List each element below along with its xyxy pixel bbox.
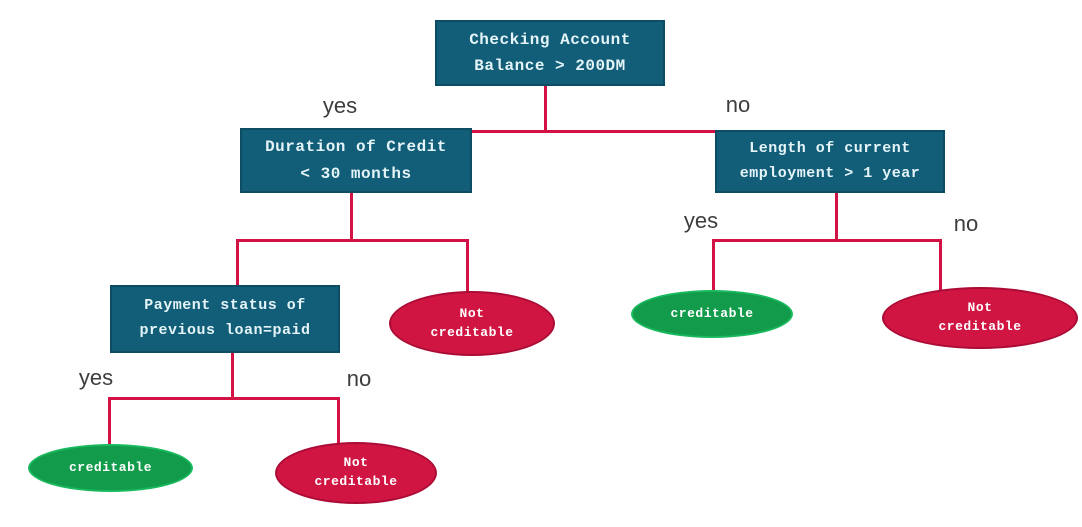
edge-label-root-yes: yes: [322, 93, 358, 118]
edge-label-employment-yes: yes: [683, 208, 719, 233]
edge-payment-stem: [231, 351, 234, 400]
edge-payment-no-drop: [337, 397, 340, 445]
edge-label-root-no: no: [725, 92, 751, 117]
leaf-not-creditable-employment-no: Not creditable: [882, 287, 1078, 349]
edge-payment-crossbar: [108, 397, 340, 400]
leaf-not-creditable-payment-no: Not creditable: [275, 442, 437, 504]
edge-root-crossbar: [420, 130, 845, 133]
node-payment-status: Payment status of previous loan=paid: [110, 285, 340, 353]
node-length-of-employment: Length of current employment > 1 year: [715, 130, 945, 193]
edge-label-employment-no: no: [953, 211, 979, 236]
node-checking-account-balance: Checking Account Balance > 200DM: [435, 20, 665, 86]
edge-duration-stem: [350, 191, 353, 242]
node-duration-of-credit: Duration of Credit < 30 months: [240, 128, 472, 193]
edge-label-payment-yes: yes: [78, 365, 114, 390]
edge-root-stem: [544, 86, 547, 133]
edge-employment-yes-drop: [712, 239, 715, 293]
edge-employment-no-drop: [939, 239, 942, 290]
edge-duration-left-drop: [236, 239, 239, 288]
edge-employment-stem: [835, 191, 838, 242]
leaf-creditable-employment-yes: creditable: [631, 290, 793, 338]
edge-duration-crossbar: [236, 239, 469, 242]
leaf-not-creditable-duration-no: Not creditable: [389, 291, 555, 356]
edge-payment-yes-drop: [108, 397, 111, 447]
edge-employment-crossbar: [712, 239, 942, 242]
leaf-creditable-payment-yes: creditable: [28, 444, 193, 492]
edge-duration-right-drop: [466, 239, 469, 295]
edge-label-payment-no: no: [346, 366, 372, 391]
